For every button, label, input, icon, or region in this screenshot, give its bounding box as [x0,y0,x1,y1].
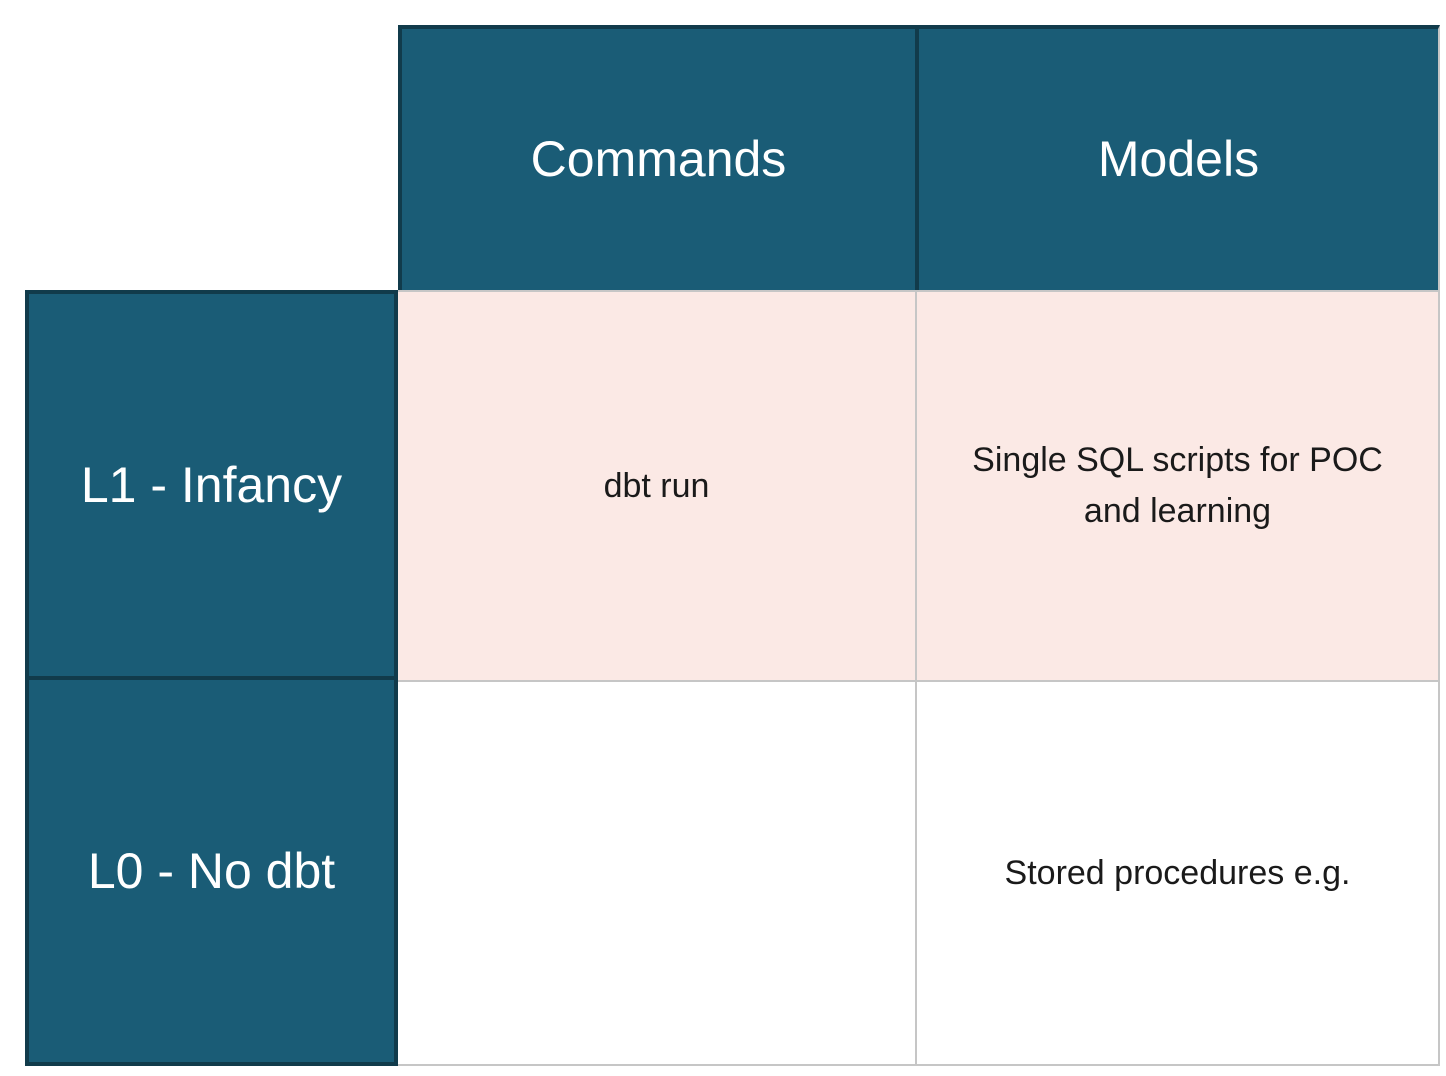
cell-l1-models: Single SQL scripts for POC and learning [915,290,1440,680]
row-header-l0-no-dbt: L0 - No dbt [25,680,398,1066]
row-header-l1-infancy: L1 - Infancy [25,290,398,680]
cell-l0-models: Stored procedures e.g. [915,680,1440,1066]
cell-l1-models-text: Single SQL scripts for POC and learning [972,441,1383,530]
column-header-models: Models [915,25,1440,290]
cell-l0-commands [398,680,915,1066]
cell-l1-commands: dbt run [398,290,915,680]
empty-corner-cell [27,25,398,290]
column-header-commands: Commands [398,25,915,290]
